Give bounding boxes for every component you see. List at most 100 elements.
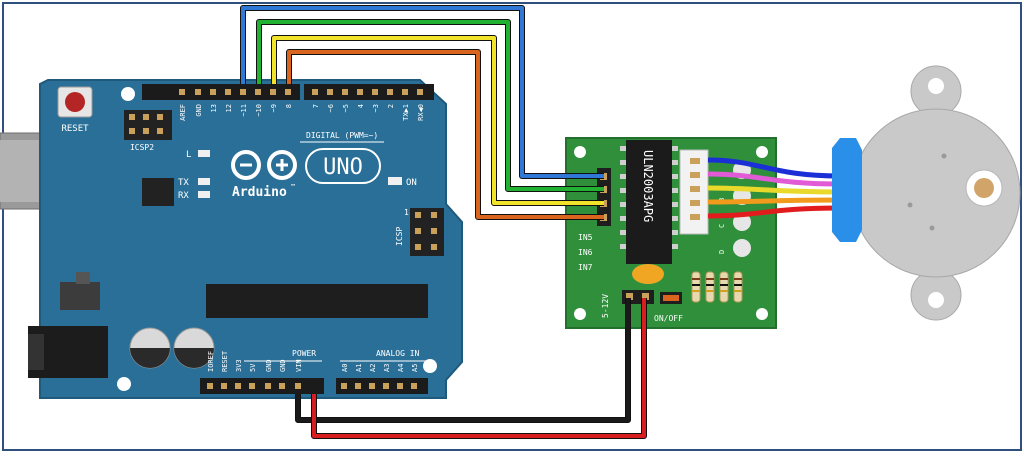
analog-pin-label: A1 [355, 364, 363, 372]
power-pin-label: GND [265, 359, 273, 372]
icsp-label: ICSP [395, 227, 404, 246]
power-pin [235, 383, 241, 389]
digital-pin-label: AREF [179, 104, 187, 121]
on-off-label: ON/OFF [654, 314, 683, 323]
power-pin [295, 383, 301, 389]
digital-pin-label: ~6 [327, 104, 335, 112]
jumper-wire [241, 6, 604, 178]
mounting-hole [117, 377, 131, 391]
power-pin-positive [642, 293, 649, 300]
power-pin-label: VIN [295, 359, 303, 372]
digital-header-left [142, 84, 300, 100]
icsp-pin1-label: 1 [404, 208, 409, 217]
icsp-header [410, 208, 444, 256]
digital-pin [255, 89, 261, 95]
microcontroller-smd [142, 178, 174, 206]
analog-pin-label: A0 [341, 364, 349, 372]
motor-wire [707, 171, 841, 187]
led-tx-label: TX [178, 178, 189, 188]
digital-pin [312, 89, 318, 95]
digital-pin-label: ~11 [240, 104, 248, 117]
analog-pin [383, 383, 389, 389]
power-pin [207, 383, 213, 389]
driver-input-label: IN6 [578, 248, 593, 257]
icsp2-label: ICSP2 [130, 143, 154, 152]
analog-pin-label: A3 [383, 364, 391, 372]
digital-pin [417, 89, 423, 95]
digital-pin [240, 89, 246, 95]
reset-button-cap[interactable] [65, 92, 85, 112]
led-letter: D [718, 250, 726, 254]
led-letter: C [718, 224, 726, 228]
digital-pin [342, 89, 348, 95]
digital-pin [357, 89, 363, 95]
led-rx [198, 191, 210, 198]
digital-pin-label: ~10 [255, 104, 263, 117]
analog-pin-label: A4 [397, 364, 405, 372]
arduino-logo-tm: ™ [291, 183, 295, 191]
power-pin [265, 383, 271, 389]
analog-pin-label: A5 [411, 364, 419, 372]
power-header-pins [207, 383, 417, 389]
uno-badge [305, 148, 381, 184]
digital-pin-label: 12 [225, 104, 233, 112]
icsp2-header [124, 110, 172, 140]
digital-pin-label: GND [195, 104, 203, 117]
analog-pin [341, 383, 347, 389]
motor-wire [707, 185, 841, 195]
jumper-wire [287, 50, 604, 219]
digital-pin-label: ~3 [372, 104, 380, 112]
motor-wire [707, 205, 841, 219]
chip-label: ULN2003APG [641, 150, 655, 222]
jumper-wire [312, 298, 646, 438]
led-l-label: L [186, 150, 191, 160]
power-pin [249, 383, 255, 389]
led-on [388, 177, 402, 185]
arduino-logo-text: Arduino [232, 185, 287, 200]
power-pin-negative [626, 293, 633, 300]
stepper-motor [707, 65, 1021, 321]
digital-pin-label: 2 [387, 104, 395, 108]
digital-label: DIGITAL (PWM=~) [306, 131, 378, 140]
power-pin [279, 383, 285, 389]
digital-pin-label: RX◀0 [417, 104, 425, 121]
chip-legs [620, 146, 678, 249]
digital-pin [285, 89, 291, 95]
power-header [200, 378, 324, 394]
led-on-label: ON [406, 178, 417, 188]
motor-wire [707, 157, 841, 179]
jumper-wire [296, 298, 630, 422]
driver-input-label: IN5 [578, 233, 593, 242]
mounting-hole [121, 87, 135, 101]
digital-pin-label: ~9 [270, 104, 278, 112]
digital-pin-label: ~5 [342, 104, 350, 112]
jumper-wires [240, 5, 647, 439]
jumper-wire [272, 36, 604, 205]
power-pin-label: IOREF [207, 351, 215, 372]
digital-pin-label: 13 [210, 104, 218, 112]
power-pin [221, 383, 227, 389]
motor-wire-cap [832, 138, 862, 242]
digital-pin [210, 89, 216, 95]
capacitor [129, 327, 171, 369]
uln2003-chip [626, 140, 672, 264]
digital-pin-label: 4 [357, 104, 365, 108]
arduino-logo-icon [231, 150, 297, 180]
jumper-wire [257, 20, 604, 191]
motor-wire [707, 197, 841, 205]
analog-pin [355, 383, 361, 389]
power-pin-label: RESET [221, 350, 229, 372]
analog-label: ANALOG IN [376, 349, 420, 358]
digital-pin [179, 89, 185, 95]
digital-pin-label: TX▶1 [402, 104, 410, 121]
mounting-hole [574, 308, 586, 320]
voltage-label: 5-12V [601, 294, 610, 318]
atmega-chip [206, 284, 428, 318]
analog-pin [369, 383, 375, 389]
led-tx [198, 178, 210, 185]
resistor-array [691, 271, 743, 303]
driver-input-label: IN7 [578, 263, 593, 272]
